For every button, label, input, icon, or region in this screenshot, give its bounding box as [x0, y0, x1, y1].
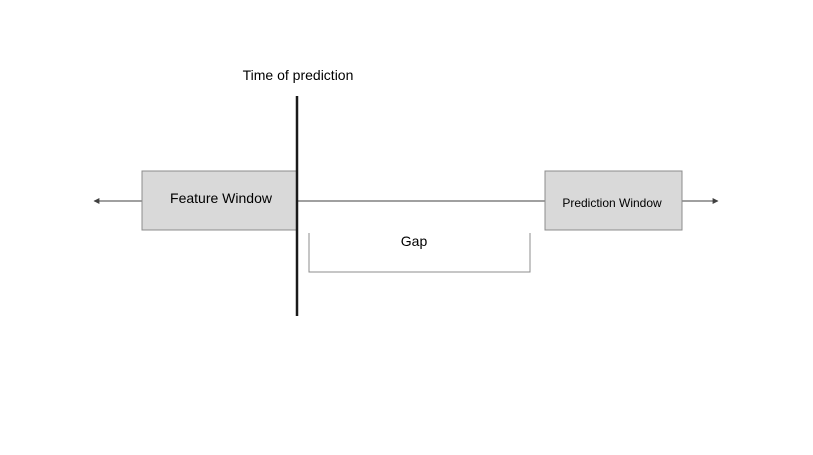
feature-window-box — [141, 170, 298, 231]
gap-bracket — [308, 233, 531, 273]
prediction-window-label: Prediction Window — [562, 196, 662, 210]
time-of-prediction-label: Time of prediction — [243, 67, 354, 83]
gap-label: Gap — [401, 233, 428, 249]
prediction-window-box — [544, 170, 683, 231]
feature-window-label: Feature Window — [170, 190, 273, 206]
